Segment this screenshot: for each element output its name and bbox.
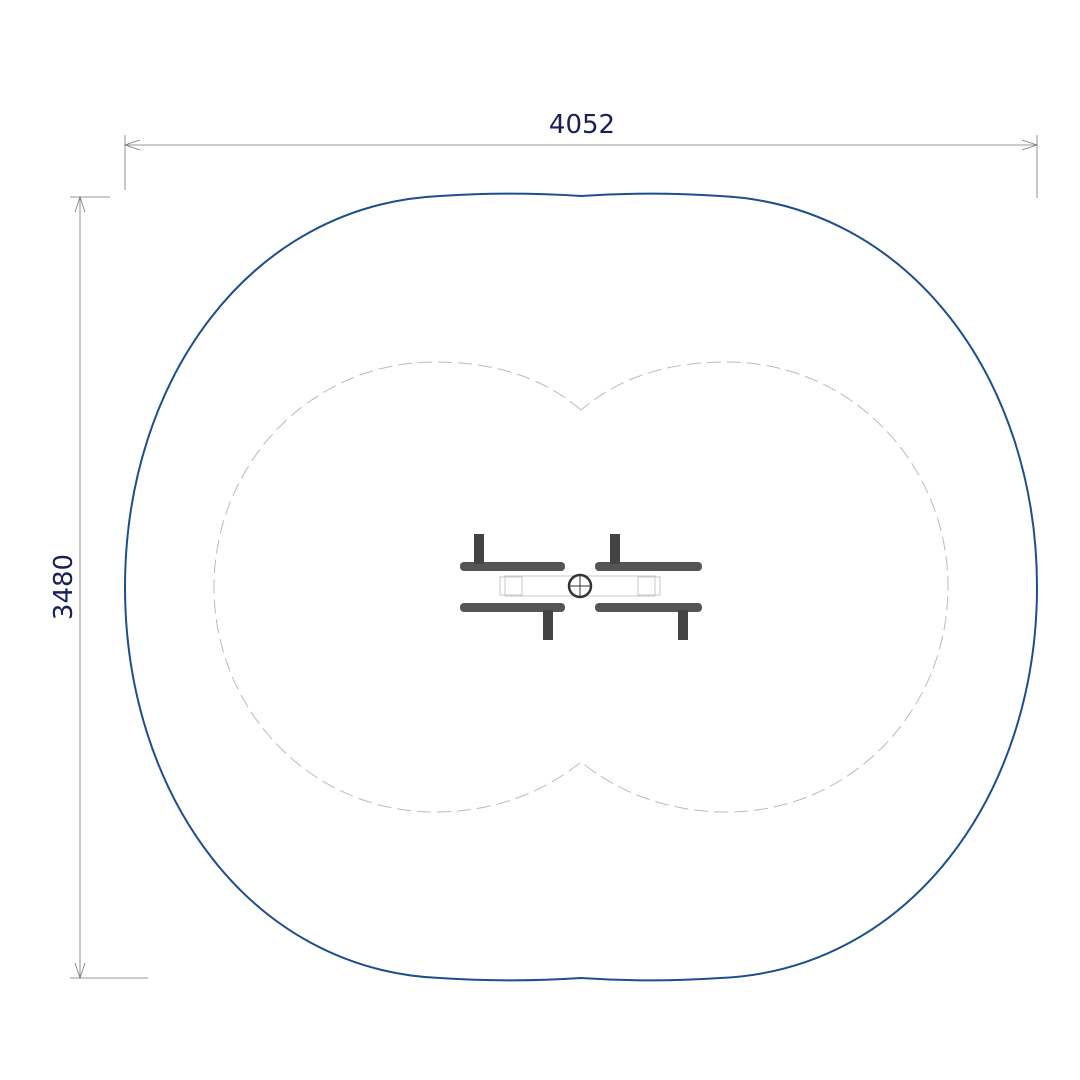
play-equipment [460,534,702,640]
movement-zone-dashed [213,361,949,813]
seat-arm-top-right [595,534,702,571]
width-dimension-label: 4052 [549,110,615,140]
seat-arm-bottom-left [460,603,565,640]
height-dimension [70,195,148,980]
width-dimension [123,135,1039,198]
seat-arm-top-left [460,534,565,571]
height-dimension-label: 3480 [49,554,79,620]
safety-zone-outline [123,192,1039,982]
seat-arm-bottom-right [595,603,702,640]
central-pivot-icon [567,573,593,599]
